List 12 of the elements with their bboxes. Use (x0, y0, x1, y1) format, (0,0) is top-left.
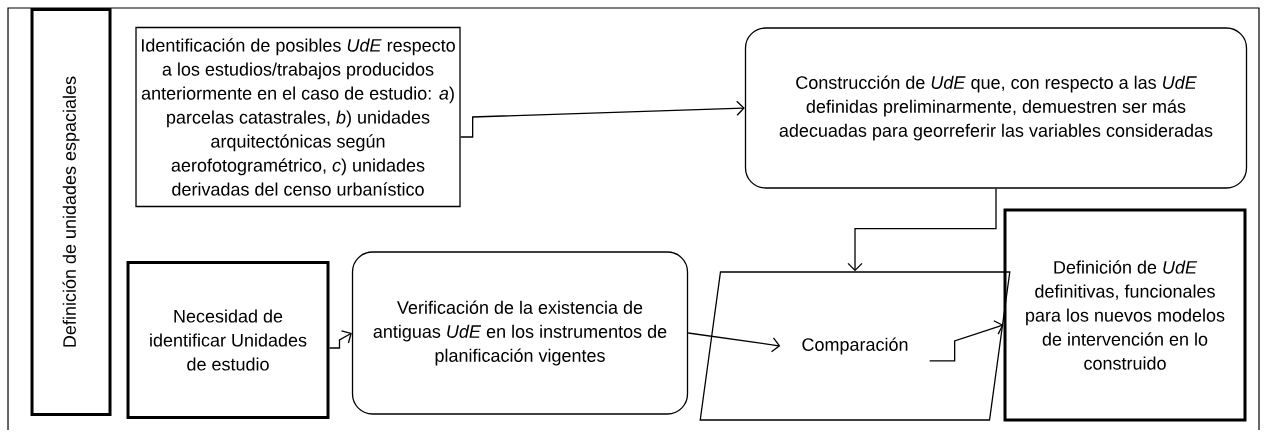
result-box: Definición de UdE definitivas, funcionales para los nuevos modelos de intervención en lo construido (1003, 208, 1247, 422)
comparison-parallelogram: Comparación (699, 271, 1011, 421)
start-box: Necesidad de identificar Unidades de estudio (126, 261, 330, 419)
section-label-box: Definición de unidades espaciales (30, 8, 112, 416)
arrow (460, 100, 745, 138)
arrow (328, 330, 352, 349)
arrow (847, 188, 997, 272)
arrow (929, 320, 1004, 362)
process-box: Identificación de posibles UdE respecto a los estudios/trabajos producidos anteriormente en el caso de estudio: a) parcelas catastrales, b) unidades arquitectónicas según aerofotogramétrico, c) unidades derivadas del censo urbanístico (135, 26, 461, 208)
process-box: Construcción de UdE que, con respecto a las UdE definidas preliminarmente, demuestren ser más adecuadas para georreferir las variables consideradas (744, 27, 1248, 189)
process-box: Verificación de la existencia de antiguas UdE en los instrumentos de planificación vigentes (351, 251, 689, 415)
arrow (687, 332, 781, 353)
